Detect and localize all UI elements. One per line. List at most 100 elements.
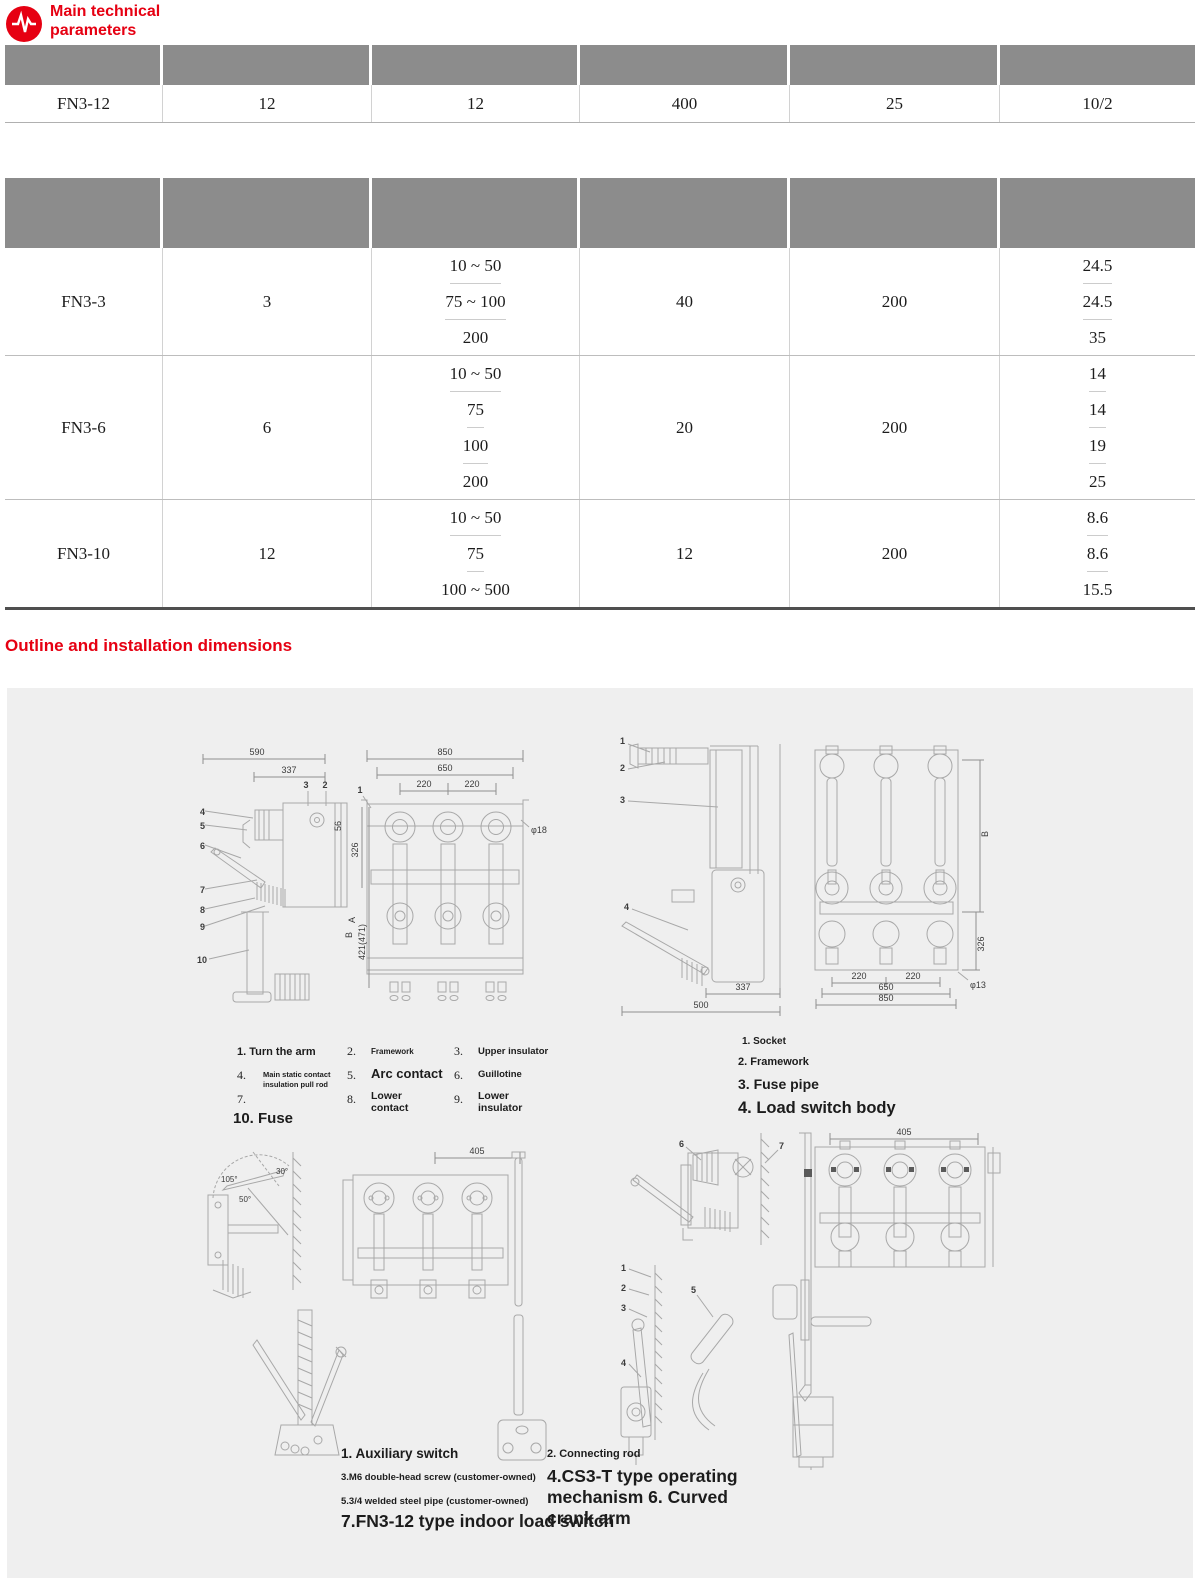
angle-105-label: 105°: [221, 1175, 238, 1184]
value-subcolumn: 8.6 8.6 15.5: [1000, 500, 1195, 607]
table-group-fn3-3: FN3-3 3 10 ~ 50 75 ~ 100 200 40 200 24.5…: [5, 248, 1195, 355]
angle-50-label: 50°: [239, 1195, 251, 1204]
part-2-label: 2: [322, 780, 327, 790]
dim-590-label: 590: [249, 747, 264, 757]
value-cell: 14: [1089, 392, 1106, 428]
drawing1-labels: 590 337 3 2 1 4 5 6 7 8 9 10 56 A 326 B …: [197, 747, 547, 965]
dim-220-label: 220: [905, 971, 920, 981]
operating-mechanism-outline: [772, 1132, 872, 1470]
value-cell: 24.5: [1082, 284, 1113, 320]
dim-56-label: 56: [333, 821, 343, 831]
part-item: 1. Socket: [742, 1036, 786, 1047]
current-cell: 100 ~ 500: [441, 579, 510, 599]
current-cell: 200: [462, 327, 489, 347]
model-cell: FN3-12: [5, 85, 163, 122]
caption-item: 5.3/4 welded steel pipe (customer-owned): [341, 1496, 529, 1507]
part-10-label: 10: [197, 955, 207, 965]
table1-header-cell: [1000, 45, 1195, 85]
side-view-outline: [621, 743, 781, 1016]
part-item: Framework: [371, 1047, 414, 1056]
table1-cell: 10/2: [1082, 93, 1113, 113]
side-view-outline: [202, 754, 348, 1003]
current-cell: 75 ~ 100: [445, 284, 506, 320]
value-subcolumn: 24.5 24.5 35: [1000, 248, 1195, 355]
value-subcolumn: 14 14 19 25: [1000, 356, 1195, 499]
table1-header-cell: [372, 45, 580, 85]
part-3-label: 3: [620, 795, 625, 805]
part-3-label: 3: [303, 780, 308, 790]
drawings-panel: 590 337 3 2 1 4 5 6 7 8 9 10 56 A 326 B …: [7, 688, 1193, 1578]
dim-500-label: 500: [693, 1000, 708, 1010]
value-cell: 14: [1089, 356, 1106, 392]
part-item: Arc contact: [371, 1066, 443, 1081]
drawing-installation-left: 105° 30° 50° 405: [207, 1146, 547, 1461]
part-7-label: 7: [779, 1141, 784, 1151]
part-2-label: 2: [621, 1283, 626, 1293]
part-item: 1. Turn the arm: [237, 1046, 316, 1058]
page-title: Main technical parameters: [50, 3, 161, 39]
voltage-cell: 6: [163, 356, 372, 499]
table1-header-cell: [790, 45, 1000, 85]
parts-list-load-switch: 1. Turn the arm 4. Main static contact i…: [229, 1038, 589, 1133]
table2-header-cell: [790, 178, 1000, 248]
part-number: 7.: [237, 1092, 246, 1106]
part-number: 8.: [347, 1092, 356, 1106]
value-cell: 25: [1089, 471, 1106, 491]
dim-A-label: A: [347, 917, 357, 923]
part-4-label: 4: [621, 1358, 626, 1368]
drawing-load-switch-views: 590 337 3 2 1 4 5 6 7 8 9 10 56 A 326 B …: [197, 747, 547, 1003]
table2-header-cell: [163, 178, 372, 248]
dim-405-label: 405: [469, 1146, 484, 1156]
wall-side-view-outline: [630, 1133, 779, 1245]
dim-220-label: 220: [851, 971, 866, 981]
part-7-label: 7: [200, 885, 205, 895]
drawing4-labels: 6 7 1 2 3 4 5 405: [621, 1127, 912, 1368]
closing-cell: 200: [790, 356, 1000, 499]
current-cell: 100: [462, 428, 489, 464]
part-item: 3. Fuse pipe: [738, 1076, 819, 1092]
table1-header-cell: [580, 45, 790, 85]
linkage-outline: [252, 1309, 347, 1456]
dim-326-label: 326: [976, 936, 986, 951]
part-6-label: 6: [679, 1139, 684, 1149]
table1-cell: 400: [580, 85, 790, 122]
caption-group-right: 2. Connecting rod 4.CS3-T type operating…: [547, 1448, 757, 1529]
part-5-label: 5: [691, 1285, 696, 1295]
caption-item: 1. Auxiliary switch: [341, 1446, 459, 1461]
current-cell: 10 ~ 50: [449, 500, 502, 536]
table1-header-cell: [5, 45, 163, 85]
mechanism-side-view-outline: [620, 1265, 734, 1465]
closing-cell: 200: [790, 500, 1000, 607]
part-3-label: 3: [621, 1303, 626, 1313]
table-group-fn3-6: FN3-6 6 10 ~ 50 75 100 200 20 200 14 14 …: [5, 355, 1195, 499]
dim-phi13-label: φ13: [970, 980, 986, 990]
closing-cell: 200: [790, 248, 1000, 355]
dim-421-label: 421(471): [357, 924, 367, 960]
parts-list-fuse-combination: 1. Socket 2. Framework 3. Fuse pipe 4. L…: [738, 1036, 958, 1118]
part-5-label: 5: [200, 821, 205, 831]
voltage-cell: 12: [163, 500, 372, 607]
part-item: 2. Framework: [738, 1056, 809, 1068]
dim-337-label: 337: [281, 765, 296, 775]
part-item: 4. Load switch body: [738, 1099, 896, 1117]
part-4-label: 4: [200, 807, 205, 817]
dim-phi18-label: φ18: [531, 825, 547, 835]
value-cell: 24.5: [1082, 248, 1113, 284]
part-9-label: 9: [200, 922, 205, 932]
angle-view-outline: [207, 1151, 302, 1299]
parameters-table-2: FN3-3 3 10 ~ 50 75 ~ 100 200 40 200 24.5…: [5, 178, 1195, 610]
front-view-outline: [342, 1152, 521, 1299]
table2-header-cell: [5, 178, 163, 248]
value-cell: 19: [1089, 428, 1106, 464]
table1-cell: 12: [163, 85, 372, 122]
part-number: 5.: [347, 1068, 356, 1082]
dim-B-label: B: [344, 932, 354, 938]
part-item: Main static contact insulation pull rod: [263, 1070, 331, 1089]
table1-header-row: [5, 45, 1195, 85]
breaking-cell: 20: [580, 356, 790, 499]
part-1-label: 1: [621, 1263, 626, 1273]
pulse-icon: [6, 6, 42, 42]
part-item: Guillotine: [478, 1069, 522, 1080]
angle-30-label: 30°: [276, 1167, 288, 1176]
operating-rod-outline: [497, 1151, 547, 1461]
